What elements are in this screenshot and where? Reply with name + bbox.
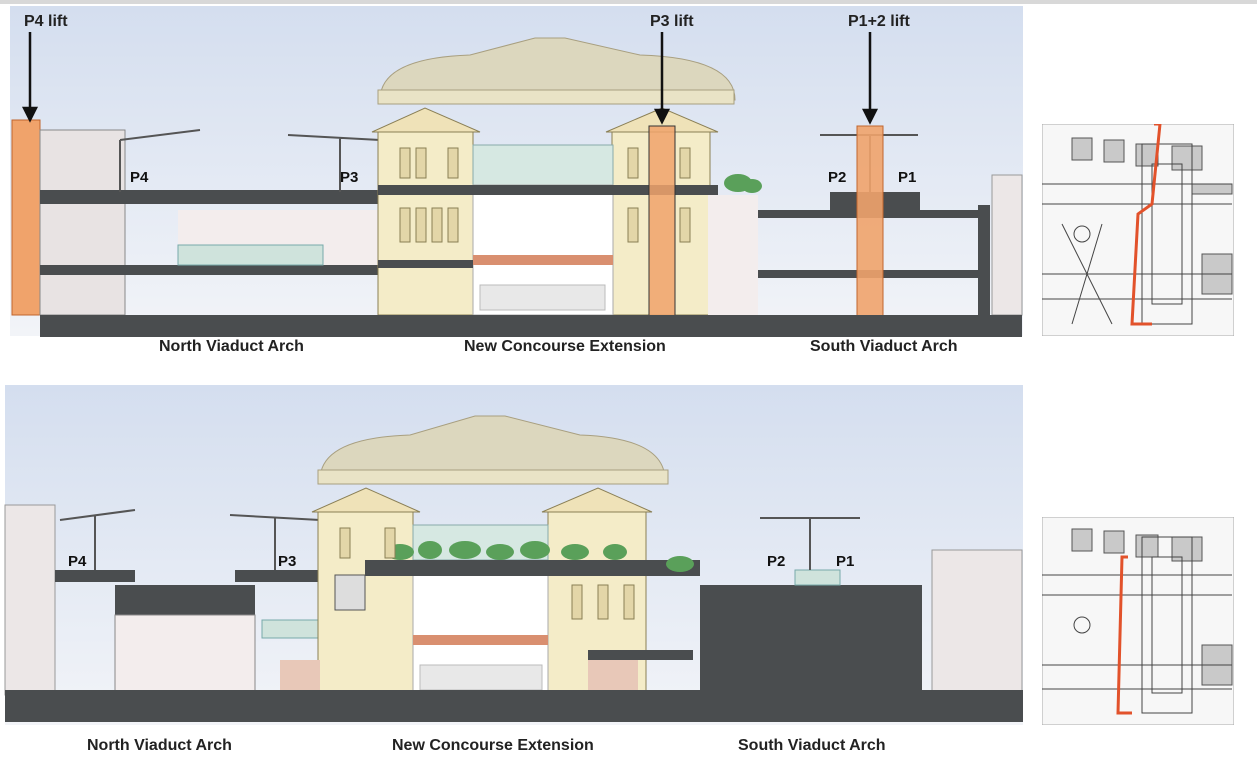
- ground-slab: [40, 315, 1022, 337]
- platform-p2-label: P2: [828, 169, 846, 186]
- dome-roof: [319, 415, 666, 481]
- bottom-caption-concourse: New Concourse Extension: [392, 737, 594, 754]
- upper-deck: [40, 190, 380, 204]
- platform-p3-label: P3: [278, 553, 296, 570]
- p4-lift-shaft: [11, 119, 41, 316]
- south-viaduct-mass: [700, 585, 922, 695]
- platform-p4-label: P4: [130, 169, 149, 186]
- bottom-caption-south: South Viaduct Arch: [738, 737, 886, 754]
- route-line: [1116, 555, 1132, 715]
- p12-lift-label: P1+2 lift: [848, 13, 910, 30]
- roof-planting: [386, 541, 694, 572]
- platform-p4-label: P4: [68, 553, 87, 570]
- platform-p1-label: P1: [836, 553, 854, 570]
- roof-garden-deck: [365, 560, 700, 576]
- top-site-map: [1042, 124, 1234, 336]
- dome-roof: [379, 37, 736, 101]
- p4-lift-label: P4 lift: [24, 13, 68, 30]
- bottom-site-map: [1042, 517, 1234, 725]
- lower-deck: [40, 265, 380, 275]
- route-line: [1130, 124, 1162, 326]
- platform-p1-label: P1: [898, 169, 916, 186]
- platform-p3-label: P3: [340, 169, 358, 186]
- lift-arrows: [21, 32, 879, 125]
- top-border: [0, 0, 1257, 4]
- platform-p2-label: P2: [767, 553, 785, 570]
- top-caption-concourse: New Concourse Extension: [464, 338, 666, 355]
- top-section-drawing: P4 lift P3 lift P1+2 lift P4 P3 P2 P1: [10, 6, 1023, 337]
- bottom-section-drawing: P4 P3 P2 P1: [4, 385, 1023, 725]
- p3-lift-label: P3 lift: [650, 13, 694, 30]
- top-caption-south: South Viaduct Arch: [810, 338, 958, 355]
- p3-lift-shaft: [648, 125, 676, 320]
- bottom-caption-north: North Viaduct Arch: [87, 737, 232, 754]
- ground-slab: [5, 690, 1023, 722]
- p12-lift-shaft: [856, 125, 884, 320]
- top-caption-north: North Viaduct Arch: [159, 338, 304, 355]
